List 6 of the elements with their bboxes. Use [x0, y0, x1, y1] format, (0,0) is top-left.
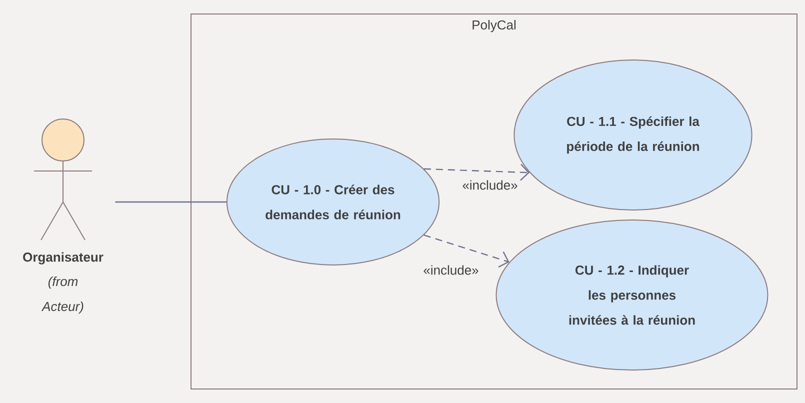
edge-label: «include»: [422, 264, 480, 276]
actor-name: Organisateur: [23, 252, 104, 264]
actor-note: (from Acteur): [41, 276, 84, 314]
association-line: [115, 201, 226, 203]
include-arrow: [424, 234, 510, 268]
include-arrow: [424, 164, 530, 181]
